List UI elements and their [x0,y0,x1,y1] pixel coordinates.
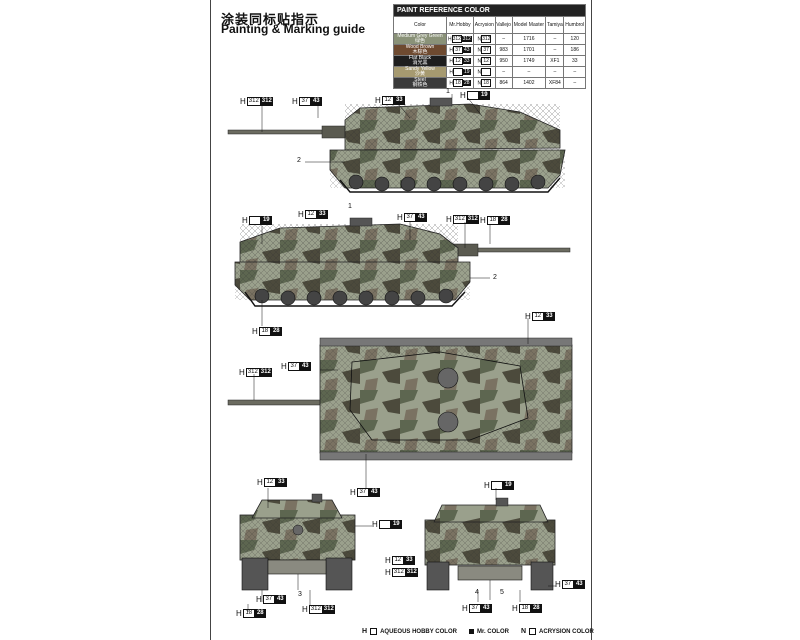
part-number: 2 [297,157,301,164]
table-title: PAINT REFERENCE COLOR [393,4,586,17]
page-title-chinese: 涂装同标贴指示 [221,13,320,28]
part-number: 4 [475,589,479,596]
top-view [227,337,573,461]
model-master-cell: 1402 [511,77,547,89]
rear-view [424,497,556,600]
side-view-left [227,94,566,193]
legend-box-icon [468,629,474,634]
legend-box-icon [529,628,537,635]
humbrol-cell: – [563,77,586,89]
part-number: 5 [500,589,504,596]
paint-reference-table: PAINT REFERENCE COLOR Color Mr.Hobby Acr… [393,4,586,89]
column-header: Tamiya [545,16,565,34]
column-header: Color [393,16,447,34]
part-number: 2 [493,274,497,281]
table-header-row: Color Mr.Hobby Acrysion Vallejo Model Ma… [393,16,586,34]
part-number: 1 [348,203,352,210]
tamiya-cell: XF84 [545,77,565,89]
legend-box-icon [370,628,378,635]
legend-prefix: N [520,628,527,635]
legend-label: ACRYSION COLOR [539,628,594,635]
front-view [239,493,356,591]
side-view-right [234,217,571,307]
legend-label: Mr. COLOR [476,628,509,635]
legend-label: AQUEOUS HOBBY COLOR [380,628,457,635]
part-number: 3 [298,591,302,598]
column-header: Mr.Hobby [446,16,474,34]
vallejo-cell: 864 [494,77,513,89]
part-number: 1 [446,88,450,95]
column-header: Model Master [511,16,547,34]
page-title: Painting & Marking guide [221,22,366,36]
column-header: Humbrol [563,16,586,34]
color-legend: H AQUEOUS HOBBY COLOR Mr. COLOR N ACRYSI… [362,628,594,635]
legend-prefix: H [362,628,368,635]
